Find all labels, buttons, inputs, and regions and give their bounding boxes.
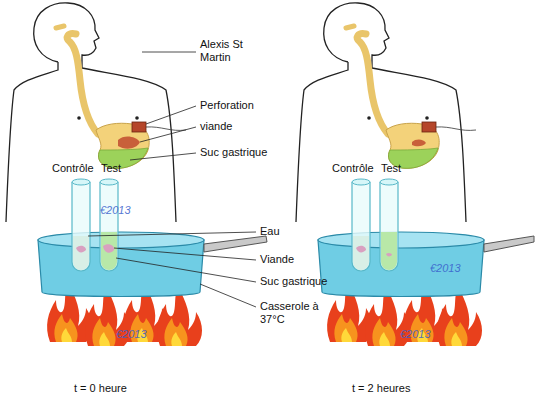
time-label: t = 2 heures xyxy=(352,382,410,395)
watermark: €2013 xyxy=(100,204,131,216)
part-label: Suc gastrique xyxy=(200,146,267,159)
part-label: Eau xyxy=(260,225,280,238)
time-label: t = 0 heure xyxy=(74,382,127,395)
tube-label: Contrôle xyxy=(332,162,374,175)
tube-label: Contrôle xyxy=(52,162,94,175)
part-label: Casserole à 37°C xyxy=(260,300,324,326)
tube-label: Test xyxy=(381,162,401,175)
person-name: Alexis St Martin xyxy=(200,38,270,64)
watermark: €2013 xyxy=(430,262,461,274)
part-label: Perforation xyxy=(200,99,254,112)
tube-label: Test xyxy=(101,162,121,175)
part-label: Viande xyxy=(260,253,294,266)
part-label: viande xyxy=(200,120,232,133)
watermark: €2013 xyxy=(400,328,431,340)
watermark: €2013 xyxy=(116,328,147,340)
part-label: Suc gastrique xyxy=(260,275,327,288)
